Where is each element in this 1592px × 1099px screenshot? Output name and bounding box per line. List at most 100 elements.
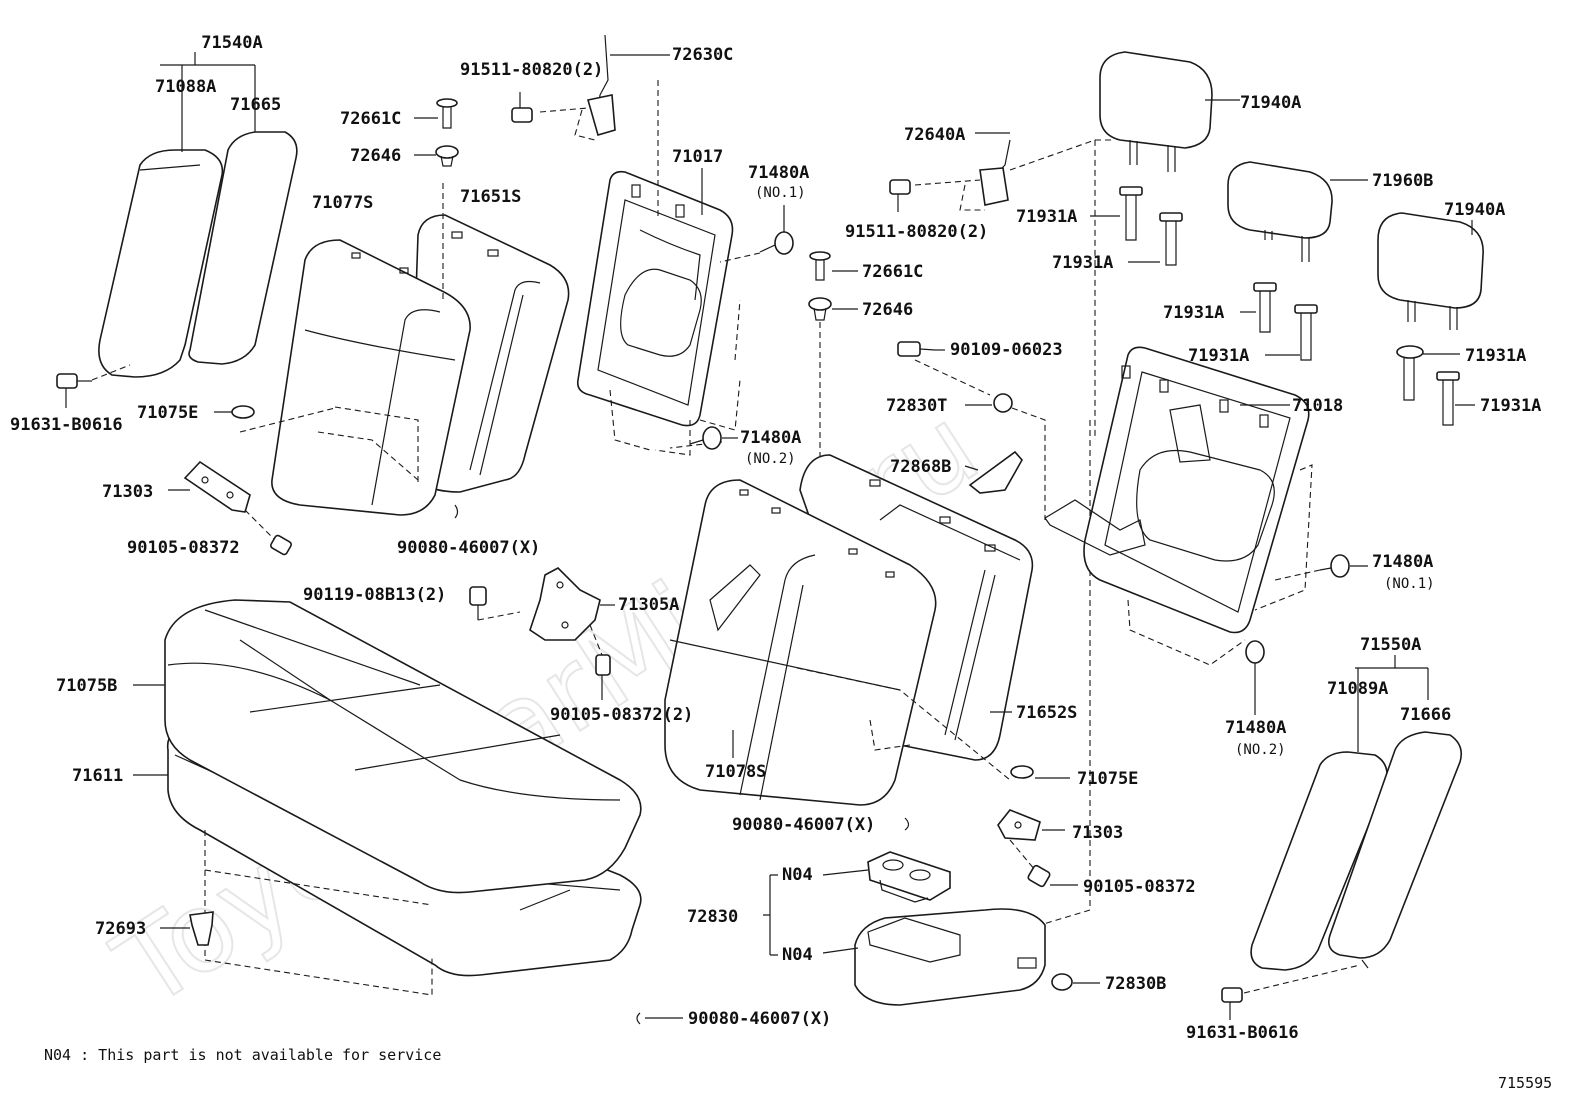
leader-71540A (160, 52, 256, 152)
label-71931A-6: 71931A (1480, 396, 1541, 416)
bracket-72830 (763, 874, 778, 956)
label-71088A: 71088A (155, 77, 216, 97)
label-71931A-2: 71931A (1052, 253, 1113, 273)
label-71665: 71665 (230, 95, 281, 115)
label-no2-right: (NO.2) (1235, 742, 1286, 758)
bolt-90119 (469, 586, 521, 621)
label-72830: 72830 (687, 907, 738, 927)
seat-cushion-top-71075B (164, 599, 642, 894)
label-72830T: 72830T (886, 396, 947, 416)
label-91631-B0616-left: 91631-B0616 (10, 415, 123, 435)
label-91511-80820-left: 91511-80820(2) (460, 60, 603, 80)
label-71940A-top: 71940A (1240, 93, 1301, 113)
label-71075B: 71075B (56, 676, 117, 696)
clip-90080-left (454, 504, 459, 519)
label-no1-right: (NO.1) (1384, 576, 1435, 592)
label-71078S: 71078S (705, 762, 766, 782)
label-72646-left: 72646 (350, 146, 401, 166)
guide-71931A-5 (1396, 345, 1460, 401)
cushion-hidden (204, 830, 433, 996)
label-71077S: 71077S (312, 193, 373, 213)
plug-72830B (1051, 973, 1100, 991)
bolt-91511-right (889, 179, 911, 212)
label-72693: 72693 (95, 919, 146, 939)
label-72646-center: 72646 (862, 300, 913, 320)
label-72868B: 72868B (890, 457, 951, 477)
label-71940A-right: 71940A (1444, 200, 1505, 220)
label-71611: 71611 (72, 766, 123, 786)
label-90105-08372-right: 90105-08372 (1083, 877, 1196, 897)
label-71480A-right-no1: 71480A (1372, 552, 1433, 572)
label-71480A-center-no2: 71480A (740, 428, 801, 448)
label-72661C-left: 72661C (340, 109, 401, 129)
guide-71931A-6 (1436, 371, 1475, 426)
label-71931A-5: 71931A (1465, 346, 1526, 366)
clip-72830T (965, 393, 1046, 520)
label-90119-08B13: 90119-08B13(2) (303, 585, 446, 605)
label-90105-08372-left: 90105-08372 (127, 538, 240, 558)
label-90080-46007-bottom: 90080-46007(X) (688, 1009, 831, 1029)
headrest-71960B (1227, 161, 1368, 262)
label-71651S: 71651S (460, 187, 521, 207)
clip-90080-bottom (636, 1012, 683, 1025)
label-71089A: 71089A (1327, 679, 1388, 699)
label-72640A: 72640A (904, 125, 965, 145)
label-71960B: 71960B (1372, 171, 1433, 191)
clip-72693 (189, 911, 214, 946)
seatback-frame-71017 (576, 80, 741, 456)
armrest-72830 (854, 908, 1046, 1006)
leader-71550A (1355, 655, 1429, 752)
label-91511-80820-right: 91511-80820(2) (845, 222, 988, 242)
label-90080-46007-center: 90080-46007(X) (732, 815, 875, 835)
label-71075E-left: 71075E (137, 403, 198, 423)
right-armrest-pad (1327, 731, 1463, 969)
hinge-71303-left (168, 460, 276, 541)
label-n04-armrest: N04 (782, 945, 813, 965)
guide-71931A-3 (1240, 282, 1277, 333)
bolt-71480A-right-no1 (1274, 554, 1368, 581)
label-72830B: 72830B (1105, 974, 1166, 994)
label-71017: 71017 (672, 147, 723, 167)
pin-72661C-left (414, 98, 458, 129)
label-71480A-right-no2: 71480A (1225, 718, 1286, 738)
label-72661C-center: 72661C (862, 262, 923, 282)
label-71303-right: 71303 (1072, 823, 1123, 843)
label-n04-cupholder: N04 (782, 865, 813, 885)
bolt-90105-left (270, 534, 292, 556)
guide-71931A-1 (1090, 186, 1143, 241)
dash-71075E-left (239, 407, 336, 433)
label-71666: 71666 (1400, 705, 1451, 725)
hinge-71303-right (997, 809, 1065, 871)
bolt-90105-right (1027, 864, 1078, 888)
left-seatback-cover (271, 239, 471, 516)
clip-71075E-left (231, 405, 255, 419)
footnote: N04 : This part is not available for ser… (44, 1046, 441, 1064)
label-71550A: 71550A (1360, 635, 1421, 655)
bolt-71480A-right-no2 (1245, 640, 1265, 715)
label-71931A-4: 71931A (1188, 346, 1249, 366)
label-71931A-3: 71931A (1163, 303, 1224, 323)
headrest-71940A-right (1377, 212, 1484, 330)
bolt-91631-left (56, 364, 131, 408)
bolt-91631-right (1221, 964, 1361, 1020)
clip-72646-left (414, 145, 459, 167)
label-no1-center: (NO.1) (755, 185, 806, 201)
bracket-72868B (964, 450, 1023, 494)
label-90105-08372-2: 90105-08372(2) (550, 705, 693, 725)
label-71540A: 71540A (201, 33, 262, 53)
label-71652S: 71652S (1016, 703, 1077, 723)
label-71075E-right: 71075E (1077, 769, 1138, 789)
left-seatback-hidden (317, 406, 419, 485)
cup-holder-n04 (867, 851, 951, 903)
bolt-90105-center (595, 654, 611, 700)
clip-90080-center (904, 817, 910, 831)
label-71480A-center-no1: 71480A (748, 163, 809, 183)
seatback-frame-71018 (1044, 346, 1313, 666)
label-no2-center: (NO.2) (745, 451, 796, 467)
label-72630C: 72630C (672, 45, 733, 65)
label-71018: 71018 (1292, 396, 1343, 416)
headrest-71940A-top (1099, 51, 1240, 172)
clip-71075E-right (1010, 765, 1070, 779)
diagram-id: 715595 (1498, 1074, 1552, 1092)
left-armrest-cover (98, 149, 224, 378)
